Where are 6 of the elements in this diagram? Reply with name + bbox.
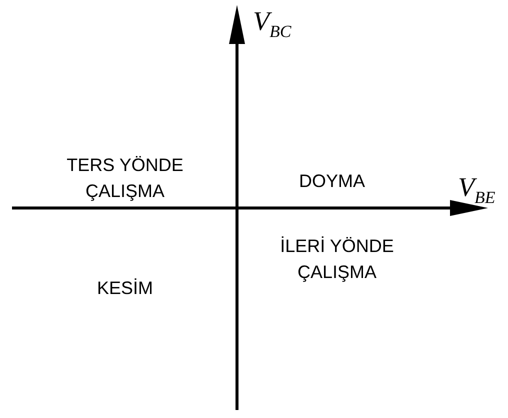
region-label: TERS YÖNDE ÇALIŞMA: [66, 154, 184, 203]
axis-label: V$_{BE}$: [458, 172, 496, 209]
axis-label: V$_{BC}$: [253, 6, 292, 43]
region-label: İLERİ YÖNDE ÇALIŞMA: [279, 235, 395, 284]
region-label: KESİM: [96, 277, 154, 300]
region-label: DOYMA: [298, 170, 366, 193]
